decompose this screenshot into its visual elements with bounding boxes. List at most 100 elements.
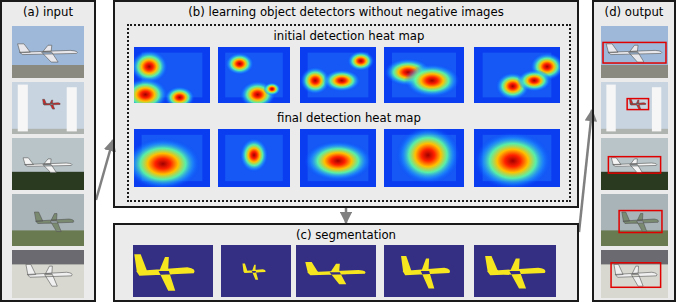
sky [12,194,84,246]
photo-thumbnail [12,82,84,134]
photo-thumbnail [12,26,84,78]
flow-arrow [96,140,113,200]
heat-map [384,129,464,187]
heat-blob [225,53,254,75]
mask-ground [296,245,376,297]
ground [12,172,84,190]
detection-box [627,99,648,110]
heat-blob [134,138,201,187]
ground [12,264,84,298]
mask-shape [134,254,194,291]
mask-ground [221,245,291,297]
heat-blob [134,78,168,103]
heat-ground [218,129,290,187]
pylon [606,85,615,132]
heat-ground [300,129,376,187]
heat-map [300,47,376,103]
heat-map [134,47,210,103]
heat-map [218,47,290,103]
heat-blob [404,64,460,98]
airplane [611,158,656,173]
airplane [606,44,662,62]
heat-map [134,129,210,187]
mask-ground [133,245,213,297]
panel-title: (b) learning object detectors without ne… [115,4,577,20]
heat-blob [474,132,551,187]
mask-shape [401,256,450,288]
sky [12,138,84,190]
detection-box [619,211,662,233]
airplane [622,212,659,231]
photo-thumbnail [12,250,84,298]
input-panel: (a) input [0,0,96,302]
airplane [43,99,61,109]
heat-map [300,129,376,187]
photo-thumbnail [601,82,668,134]
heat-blob [240,138,269,173]
airplane [18,44,78,62]
mask-ground [474,245,556,297]
segmentation-panel: (c) segmentation [113,223,579,302]
heat-blob [323,69,361,91]
panel-ground [113,223,579,302]
output-panel: (d) output [592,0,676,302]
heat-blob [347,51,374,71]
photo-thumbnail [601,250,668,298]
ground [12,230,84,246]
heatmap-box: initial detection heat mapfinal detectio… [127,24,571,202]
flow-arrow [345,208,348,223]
airplane [26,264,72,286]
sky [601,138,668,190]
photo-thumbnail [12,194,84,246]
ground [12,65,84,78]
sky [601,82,668,134]
sky [12,250,84,298]
photo-thumbnail [601,138,668,190]
ground [601,65,668,78]
pylon [18,85,28,132]
mask-shape [305,262,365,284]
pylon [652,87,661,131]
panel-title: (d) output [594,4,674,20]
photo-thumbnail [601,26,668,78]
detection-box [611,263,661,287]
heat-haze [225,135,283,181]
heat-blob [304,141,372,182]
segmentation-mask [221,245,291,297]
airplane [629,99,645,109]
sky [12,26,84,78]
segmentation-mask [296,245,376,297]
heat-map [474,129,560,187]
panel-ground [0,0,96,302]
heat-blob [263,82,280,95]
flow-arrow [579,110,592,232]
segmentation-mask [133,245,213,297]
mask-ground [384,245,464,297]
airplane [23,158,72,173]
sky [12,82,84,134]
airplane [614,264,657,286]
learning-panel: (b) learning object detectors without ne… [113,0,579,208]
sky [601,194,668,246]
heat-ground [384,47,464,103]
heat-blob [164,86,194,103]
panel-ground [113,0,579,208]
sky [601,26,668,78]
segmentation-mask [474,245,556,297]
heat-blob [517,69,551,91]
heat-map [474,47,560,103]
heat-map [384,47,464,103]
panel-title: (a) input [2,4,94,20]
row-title: final detection heat map [129,110,569,126]
detection-box [603,42,666,63]
heat-blob [396,129,460,184]
panel-title: (c) segmentation [115,227,577,243]
panel-ground [592,0,676,302]
photo-thumbnail [601,194,668,246]
sky [601,250,668,298]
ground [601,172,668,190]
segmentation-mask [384,245,464,297]
